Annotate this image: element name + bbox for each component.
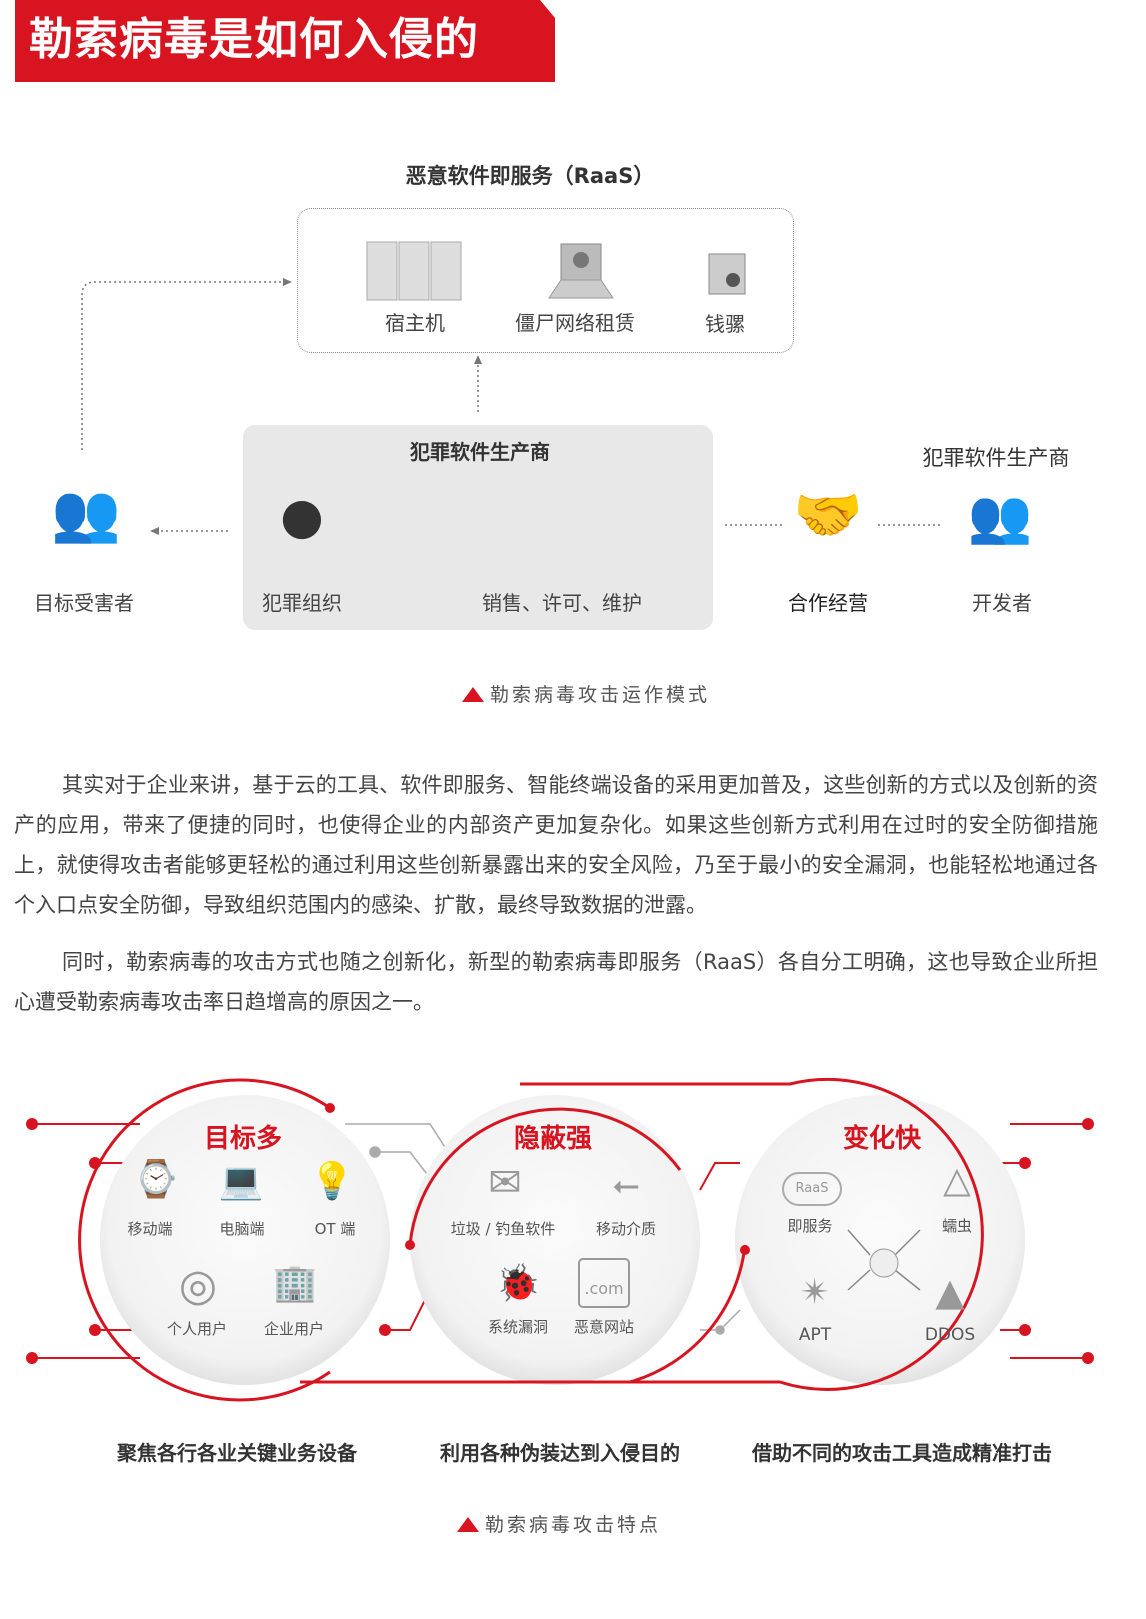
producer-box: [243, 425, 713, 630]
victims-group-icon: 👥: [51, 481, 121, 546]
sales-label: 销售、许可、维护: [482, 591, 642, 615]
feature-item: 即服务: [787, 1217, 833, 1235]
raas-title: 恶意软件即服务（RaaS）: [405, 164, 655, 188]
org-label: 犯罪组织: [262, 591, 342, 615]
caption-1: 勒索病毒攻击运作模式: [462, 680, 710, 707]
raas-item-botnet: 僵尸网络租赁: [515, 311, 635, 335]
victims-label: 目标受害者: [34, 591, 134, 615]
lightbulb-icon: 💡: [309, 1161, 355, 1202]
producer-box-title: 犯罪软件生产商: [410, 440, 550, 464]
feature-item: 企业用户: [263, 1320, 325, 1338]
phishing-mail-icon: ✉: [488, 1160, 522, 1206]
developers-icon: 👥: [967, 487, 1033, 547]
hacker-icon: ●: [280, 487, 324, 545]
website-icon: .com: [578, 1258, 630, 1308]
coop-label: 合作经营: [788, 591, 868, 615]
feature-title-fast-change: 变化快: [842, 1124, 922, 1154]
cloud-raas-icon: RaaS: [782, 1172, 842, 1206]
feature-item: DDOS: [924, 1325, 976, 1345]
money-terminal-icon: [705, 250, 749, 304]
developer-label: 开发者: [972, 591, 1032, 615]
feature-item: 蠕虫: [941, 1217, 973, 1235]
ddos-wave-icon: ▲: [935, 1270, 965, 1314]
feature-item: 移动介质: [595, 1220, 657, 1238]
feature-item: 移动端: [127, 1220, 173, 1238]
caption-2-text: 勒索病毒攻击特点: [485, 1514, 662, 1536]
caption-1-text: 勒索病毒攻击运作模式: [490, 684, 711, 706]
right-producer-title: 犯罪软件生产商: [922, 446, 1070, 470]
raas-box: [297, 208, 794, 353]
feature-item: 系统漏洞: [487, 1318, 549, 1336]
feature-caption: 借助不同的攻击工具造成精准打击: [752, 1441, 1052, 1465]
user-circle-icon: ◎: [178, 1260, 218, 1311]
paragraph-2: 同时，勒索病毒的攻击方式也随之创新化，新型的勒索病毒即服务（RaaS）各自分工明…: [14, 950, 1098, 1014]
laptop-icon: [545, 240, 615, 306]
feature-item: OT 端: [314, 1220, 356, 1238]
raas-item-mule: 钱骡: [705, 312, 745, 336]
feature-item: 恶意网站: [573, 1318, 635, 1336]
bug-icon: 🐞: [495, 1263, 541, 1304]
buildings-icon: 🏢: [272, 1263, 318, 1304]
feature-item: 个人用户: [166, 1320, 228, 1338]
server-icon: [365, 238, 465, 306]
feature-item: APT: [798, 1325, 832, 1345]
usb-icon: ⭠: [612, 1165, 640, 1205]
feature-item: 垃圾 / 钓鱼软件: [450, 1220, 556, 1238]
raas-item-host: 宿主机: [385, 311, 445, 335]
feature-item: 电脑端: [219, 1220, 265, 1238]
page-title: 勒索病毒是如何入侵的: [15, 0, 555, 82]
feature-title-many-targets: 目标多: [203, 1124, 283, 1154]
laptop-icon: 💻: [218, 1161, 264, 1202]
caption-2: 勒索病毒攻击特点: [457, 1510, 661, 1537]
handshake-icon: 🤝: [793, 483, 863, 548]
triangle-icon: [457, 1517, 479, 1532]
paragraph-1: 其实对于企业来讲，基于云的工具、软件即服务、智能终端设备的采用更加普及，这些创新…: [14, 773, 1098, 917]
feature-title-stealthy: 隐蔽强: [513, 1124, 593, 1154]
worm-icon: △: [943, 1160, 971, 1201]
feature-caption: 利用各种伪装达到入侵目的: [440, 1441, 680, 1465]
feature-caption: 聚焦各行各业关键业务设备: [117, 1441, 357, 1465]
features-graphic: [26, 1077, 1094, 1402]
triangle-icon: [462, 687, 484, 702]
smartwatch-icon: ⌚: [133, 1159, 179, 1200]
apt-target-icon: ✴: [799, 1272, 831, 1313]
